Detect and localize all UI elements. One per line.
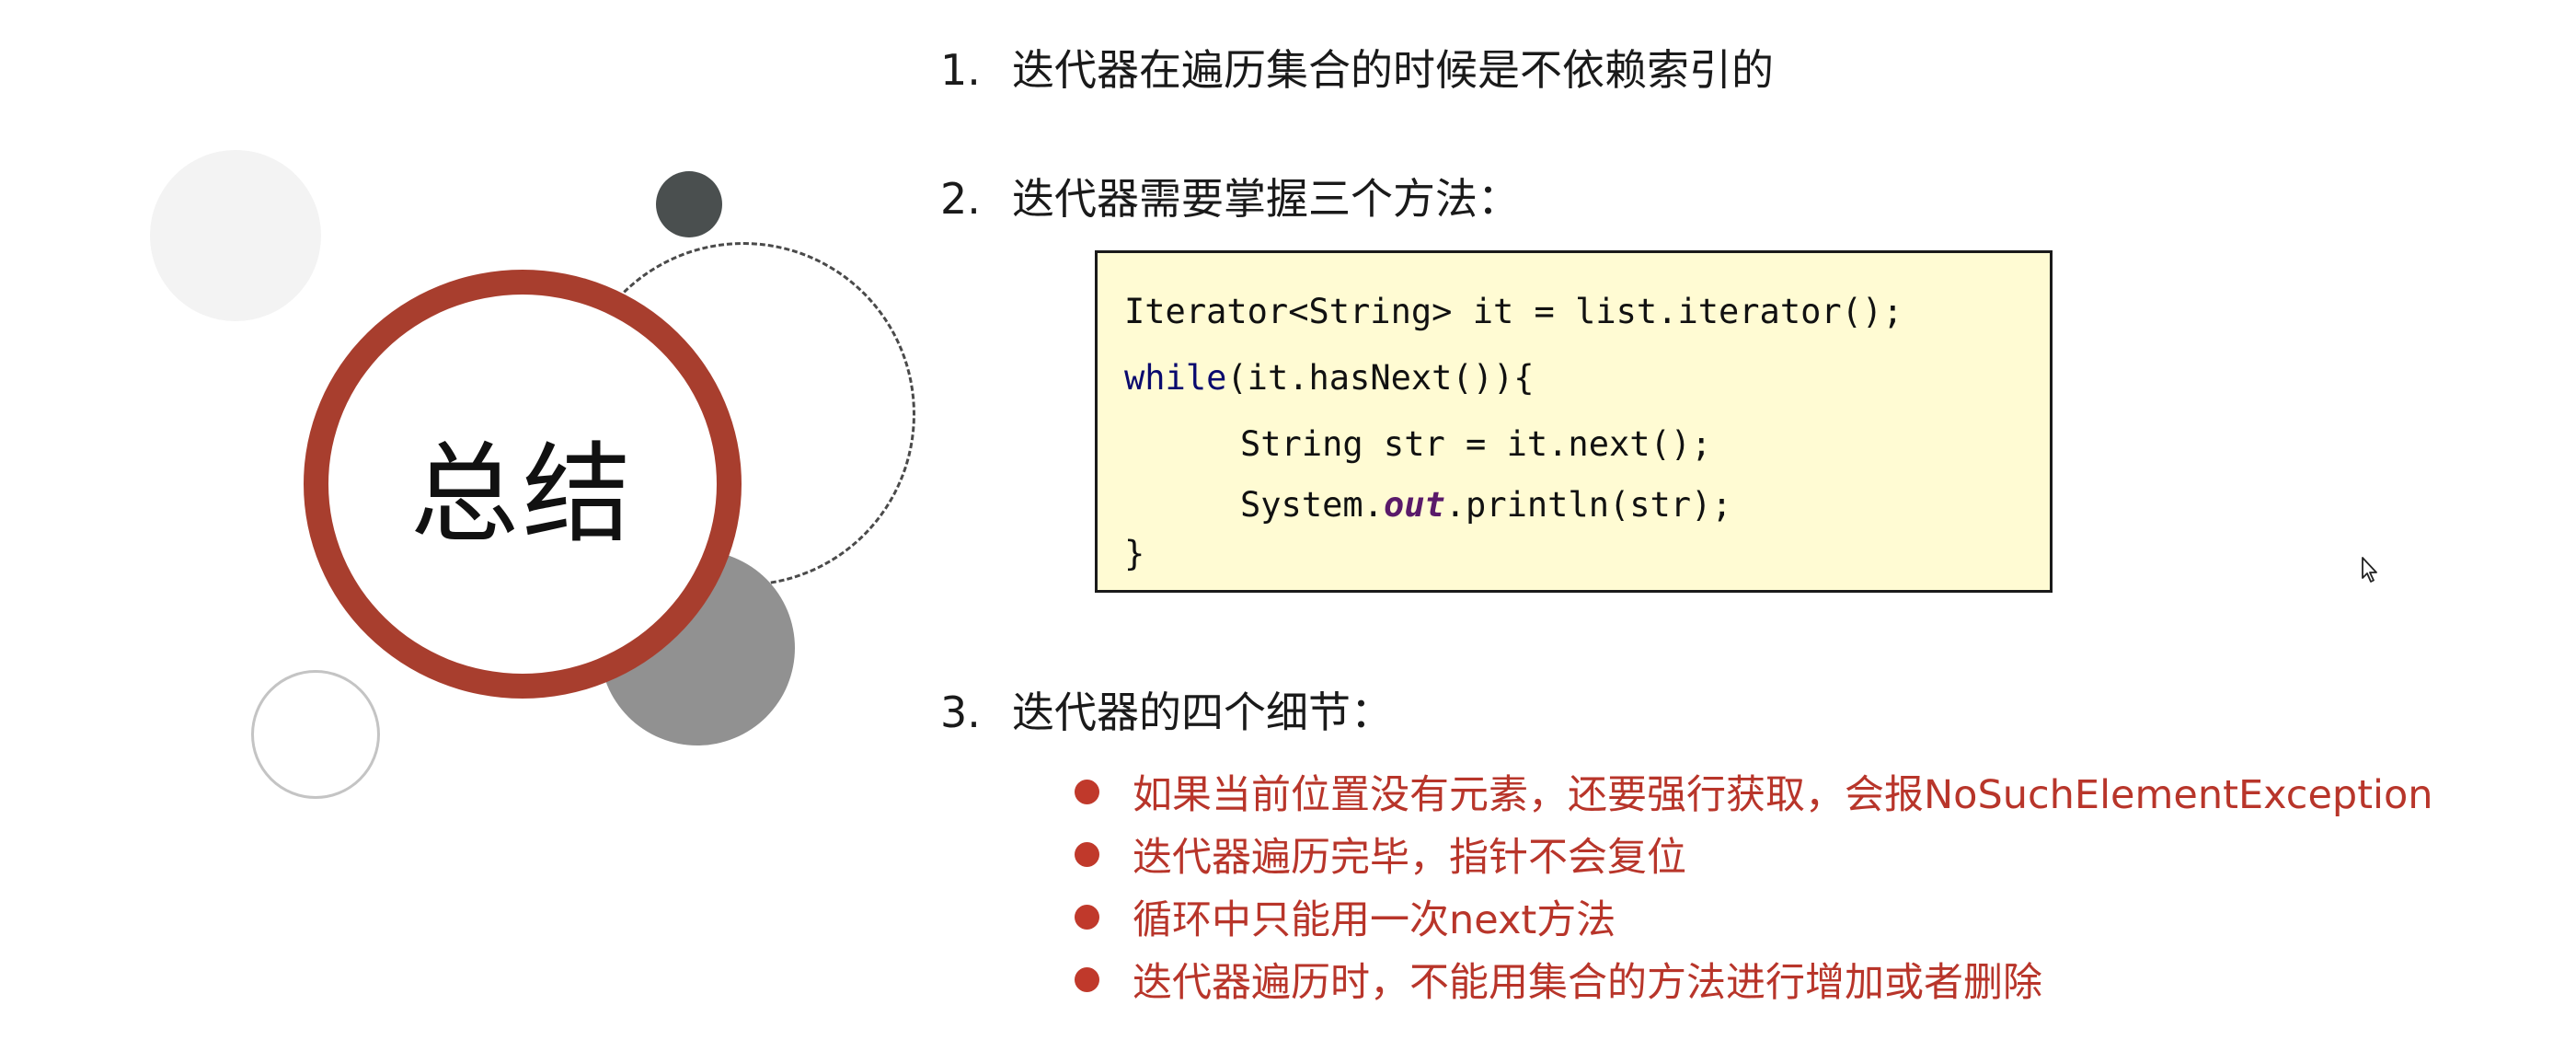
point-text: 迭代器需要掌握三个方法： — [1012, 174, 1520, 224]
point-3: 3. 迭代器的四个细节： — [940, 679, 1393, 740]
code-text: } — [1124, 534, 1145, 573]
detail-item: 如果当前位置没有元素，还要强行获取，会报NoSuchElementExcepti… — [1075, 760, 2433, 823]
point-2: 2. 迭代器需要掌握三个方法： — [940, 166, 1520, 226]
point-text: 迭代器在遍历集合的时候是不依赖索引的 — [1012, 45, 1774, 95]
code-text: String str = it.next(); — [1240, 424, 1712, 464]
code-text: .println(str); — [1444, 485, 1732, 525]
code-text: Iterator<String> it = list.iterator(); — [1124, 292, 1903, 331]
point-number: 1. — [940, 45, 981, 95]
bullet-icon — [1075, 904, 1099, 930]
detail-item: 迭代器遍历时，不能用集合的方法进行增加或者删除 — [1075, 948, 2433, 1011]
code-line-4: System.out.println(str); — [1240, 485, 1732, 525]
code-block: Iterator<String> it = list.iterator(); w… — [1095, 250, 2053, 593]
point-text: 迭代器的四个细节： — [1012, 688, 1393, 737]
point-number: 2. — [940, 174, 981, 224]
decorative-outline-circle — [251, 670, 380, 799]
code-line-5: } — [1124, 534, 1144, 573]
decorative-light-circle — [150, 150, 321, 321]
point-1: 1. 迭代器在遍历集合的时候是不依赖索引的 — [940, 37, 1774, 98]
mouse-pointer-icon — [2362, 557, 2377, 583]
bullet-icon — [1075, 779, 1099, 804]
decorative-dark-dot — [656, 171, 722, 237]
detail-text: 循环中只能用一次next方法 — [1133, 897, 1616, 943]
detail-text: 迭代器遍历时，不能用集合的方法进行增加或者删除 — [1133, 960, 2042, 1006]
code-line-1: Iterator<String> it = list.iterator(); — [1124, 292, 1903, 331]
detail-text: 如果当前位置没有元素，还要强行获取，会报NoSuchElementExcepti… — [1133, 772, 2433, 818]
code-line-3: String str = it.next(); — [1240, 424, 1711, 464]
detail-item: 循环中只能用一次next方法 — [1075, 885, 2433, 948]
point-number: 3. — [940, 688, 981, 737]
detail-item: 迭代器遍历完毕，指针不会复位 — [1075, 823, 2433, 885]
code-keyword: while — [1124, 358, 1227, 398]
code-field: out — [1383, 485, 1445, 525]
code-line-2: while(it.hasNext()){ — [1124, 358, 1535, 398]
slide-title: 总结 — [409, 430, 635, 558]
code-text: (it.hasNext()){ — [1226, 358, 1535, 398]
code-text: System. — [1240, 485, 1384, 525]
detail-text: 迭代器遍历完毕，指针不会复位 — [1133, 835, 1686, 881]
bullet-icon — [1075, 966, 1099, 992]
title-ring: 总结 — [304, 270, 742, 699]
bullet-icon — [1075, 841, 1099, 867]
details-list: 如果当前位置没有元素，还要强行获取，会报NoSuchElementExcepti… — [1075, 760, 2433, 1011]
